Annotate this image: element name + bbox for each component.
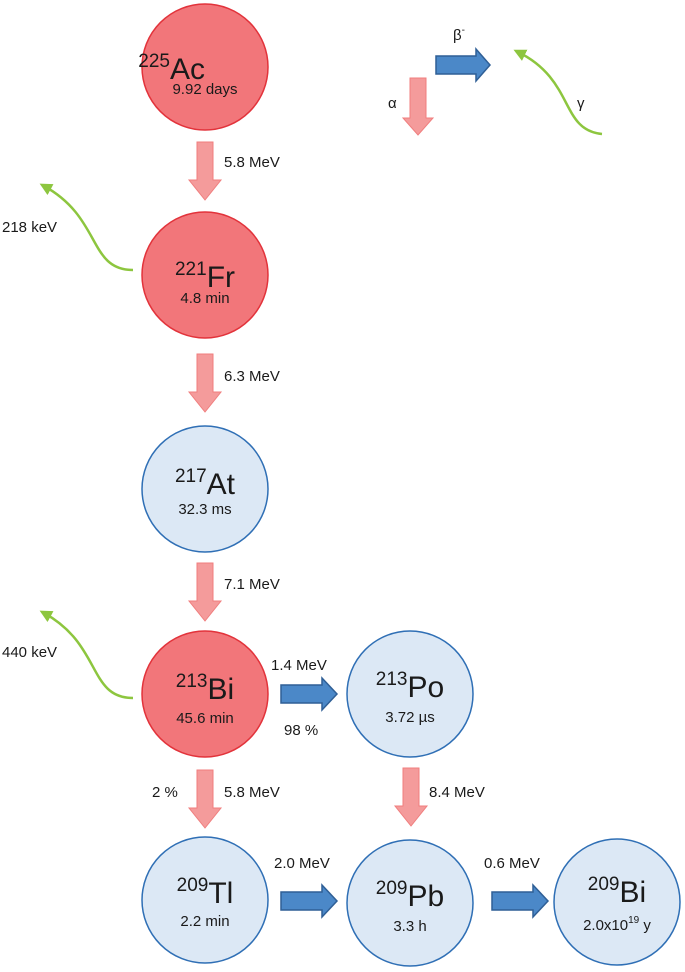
ac225-half-life: 9.92 days — [172, 81, 237, 98]
energy-bi-tl: 5.8 MeV — [224, 784, 280, 801]
gamma-energy-fr221: 218 keV — [2, 219, 57, 236]
svg-text:217At: 217At — [175, 466, 236, 501]
branch-bi-tl: 2 % — [152, 784, 178, 801]
svg-text:221Fr: 221Fr — [175, 259, 235, 294]
legend-gamma-arrow — [513, 49, 603, 136]
svg-text:225Ac: 225Ac — [138, 51, 205, 86]
nuclide-fr221: 221Fr 4.8 min — [141, 211, 269, 339]
gamma-arrow-bi213 — [39, 610, 134, 700]
pb209-half-life: 3.3 h — [393, 918, 426, 935]
svg-text:209Pb: 209Pb — [376, 878, 444, 913]
pb209-symbol: Pb — [408, 880, 445, 913]
nuclide-pb209: 209Pb 3.3 h — [346, 839, 474, 967]
nuclide-bi213: 213Bi 45.6 min — [141, 630, 269, 758]
tl209-symbol: Tl — [208, 877, 233, 910]
nuclide-bi209: 209Bi 2.0x1019 y — [553, 838, 681, 966]
branch-bi-po: 98 % — [284, 722, 318, 739]
po213-symbol: Po — [408, 671, 445, 704]
energy-at-bi: 7.1 MeV — [224, 576, 280, 593]
energy-bi-po: 1.4 MeV — [271, 657, 327, 674]
fr221-mass: 221 — [175, 259, 207, 280]
tl209-mass: 209 — [177, 875, 209, 896]
legend: β- α γ — [388, 25, 603, 136]
legend-alpha-label: α — [388, 95, 397, 112]
beta-arrow-bi-po — [280, 676, 339, 712]
beta-arrow-pb-bi — [491, 883, 550, 919]
nuclide-tl209: 209Tl 2.2 min — [141, 836, 269, 964]
nuclide-at217: 217At 32.3 ms — [141, 425, 269, 553]
ac225-symbol: Ac — [170, 53, 205, 86]
bi213-half-life: 45.6 min — [176, 710, 234, 727]
tl209-half-life: 2.2 min — [180, 913, 229, 930]
fr221-symbol: Fr — [207, 261, 235, 294]
svg-text:213Bi: 213Bi — [176, 671, 234, 706]
svg-text:209Bi: 209Bi — [588, 874, 646, 909]
fr221-half-life: 4.8 min — [180, 290, 229, 307]
legend-beta-arrow — [435, 47, 491, 83]
beta-arrow-tl-pb — [280, 883, 339, 919]
legend-gamma-label: γ — [577, 95, 585, 112]
bi209-symbol: Bi — [620, 876, 647, 909]
svg-text:213Po: 213Po — [376, 669, 444, 704]
energy-ac-fr: 5.8 MeV — [224, 154, 280, 171]
gamma-energy-bi213: 440 keV — [2, 644, 57, 661]
bi209-half-life: 2.0x1019 y — [583, 915, 651, 934]
energy-tl-pb: 2.0 MeV — [274, 855, 330, 872]
svg-text:209Tl: 209Tl — [177, 875, 234, 910]
alpha-arrow-fr-at — [187, 353, 223, 413]
bi209-mass: 209 — [588, 874, 620, 895]
nuclide-ac225: 225Ac 9.92 days — [138, 3, 269, 131]
at217-symbol: At — [207, 468, 236, 501]
at217-half-life: 32.3 ms — [178, 501, 231, 518]
bi213-symbol: Bi — [208, 673, 235, 706]
legend-beta-label: β- — [453, 25, 465, 44]
alpha-arrow-at-bi — [187, 562, 223, 622]
gamma-arrow-fr221 — [39, 183, 134, 272]
ac225-mass: 225 — [138, 51, 170, 72]
nuclide-po213: 213Po 3.72 µs — [346, 630, 474, 758]
at217-mass: 217 — [175, 466, 207, 487]
energy-po-pb: 8.4 MeV — [429, 784, 485, 801]
pb209-mass: 209 — [376, 878, 408, 899]
alpha-arrow-ac-fr — [187, 141, 223, 201]
energy-pb-bi: 0.6 MeV — [484, 855, 540, 872]
po213-half-life: 3.72 µs — [385, 709, 435, 726]
po213-mass: 213 — [376, 669, 408, 690]
legend-alpha-arrow — [401, 77, 435, 136]
alpha-arrow-po-pb — [393, 767, 429, 827]
alpha-arrow-bi-tl — [187, 769, 223, 829]
bi213-mass: 213 — [176, 671, 208, 692]
energy-fr-at: 6.3 MeV — [224, 368, 280, 385]
